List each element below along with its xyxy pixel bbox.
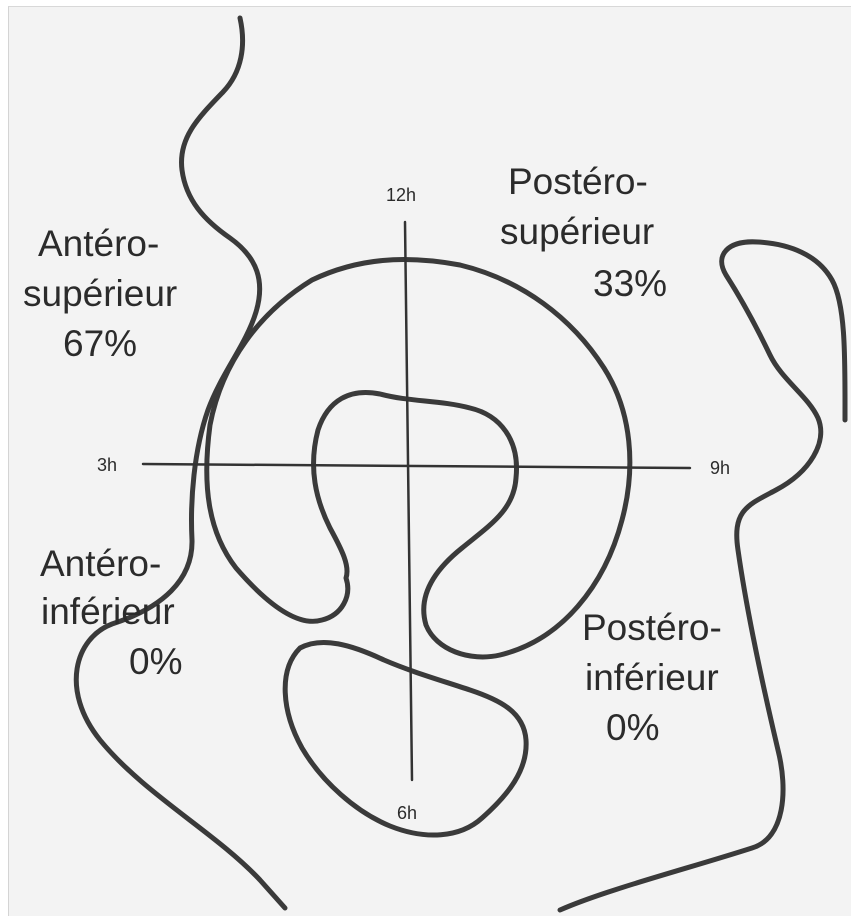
quadrant-antero-inferieur-line1: Antéro- [40,542,161,586]
quadrant-postero-superieur-line2: supérieur [500,210,654,254]
quadrant-antero-inferieur-line2: inférieur [41,590,175,634]
clock-label-12h: 12h [386,184,416,206]
horizontal-axis-3h-9h [143,464,690,468]
clock-label-9h: 9h [710,457,730,479]
vertical-axis-12h-6h [405,222,412,780]
ear-shell-contour [207,260,630,657]
quadrant-antero-superieur-percent: 67% [63,322,137,366]
clock-label-3h: 3h [97,454,117,476]
quadrant-antero-superieur-line1: Antéro- [38,222,159,266]
quadrant-postero-superieur-line1: Postéro- [508,160,648,204]
quadrant-antero-superieur-line2: supérieur [23,272,177,316]
quadrant-postero-inferieur-line2: inférieur [585,656,719,700]
quadrant-postero-inferieur-percent: 0% [606,706,659,750]
quadrant-postero-inferieur-line1: Postéro- [582,606,722,650]
clock-label-6h: 6h [397,802,417,824]
quadrant-antero-inferieur-percent: 0% [129,640,182,684]
quadrant-postero-superieur-percent: 33% [593,262,667,306]
outer-right-contour [560,242,845,910]
